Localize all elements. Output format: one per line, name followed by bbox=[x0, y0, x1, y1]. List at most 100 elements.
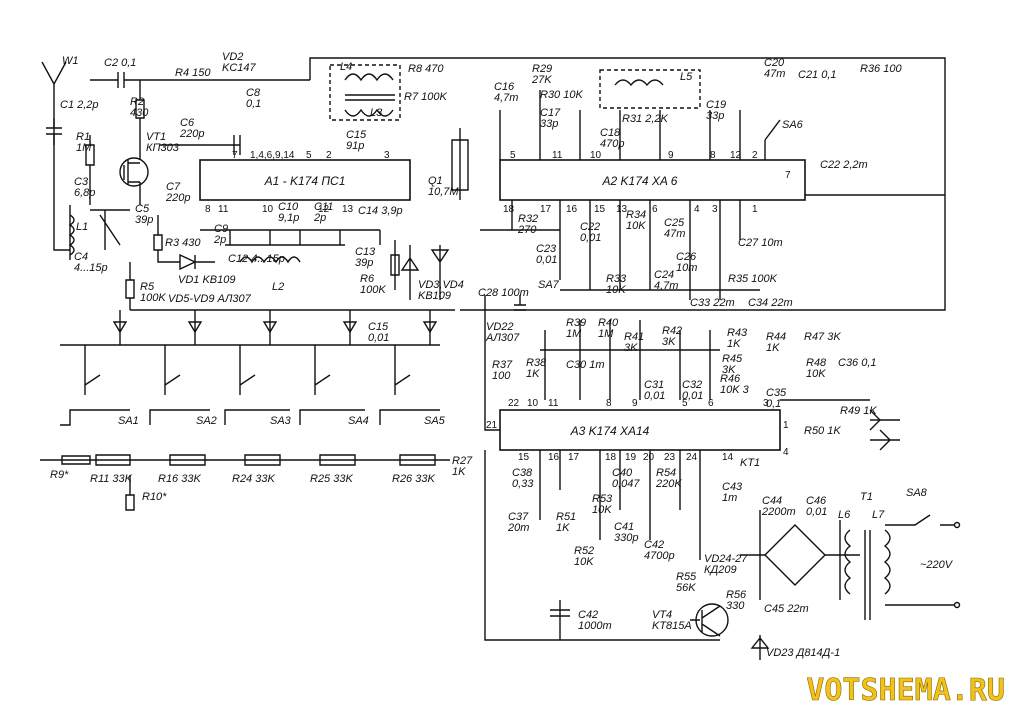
component-label-r45-line0: R45 bbox=[722, 353, 743, 365]
component-label-c42b-line0: C42 bbox=[644, 539, 664, 551]
component-label-c38-line1: 0,33 bbox=[512, 478, 534, 490]
pin: 6 bbox=[652, 204, 658, 215]
component-label-r6-line0: R6 bbox=[360, 273, 375, 285]
component-label-c23-line1: 0,01 bbox=[536, 254, 557, 266]
component-label-c26-line1: 10m bbox=[676, 262, 697, 274]
component-label-c10-line1: 9,1p bbox=[278, 212, 299, 224]
component-label-vd2-line0: VD2 bbox=[222, 51, 243, 63]
component-label-c17-line0: C17 bbox=[540, 107, 561, 119]
component-label-c16-line0: C16 bbox=[494, 81, 515, 93]
component-label-c8-line1: 0,1 bbox=[246, 98, 261, 110]
pin: 11 bbox=[552, 150, 563, 161]
pin: 2 bbox=[326, 150, 332, 161]
component-label-r32-line0: R32 bbox=[518, 213, 538, 225]
ic-a3 bbox=[499, 409, 781, 451]
component-label-r47: R47 3K bbox=[804, 331, 841, 343]
pin: 4 bbox=[783, 447, 789, 458]
component-label-r16: R16 33K bbox=[158, 473, 201, 485]
component-label-l4: L4 bbox=[340, 61, 352, 73]
component-label-c43-line1: 1m bbox=[722, 492, 737, 504]
component-label-vt1-line1: КП303 bbox=[146, 142, 180, 154]
component-label-c19-line0: C19 bbox=[706, 99, 726, 111]
component-label-vd2-line1: KC147 bbox=[222, 62, 257, 74]
component-label-r2-line1: 430 bbox=[130, 107, 149, 119]
component-label-sa4: SA4 bbox=[348, 415, 369, 427]
component-label-r1-line0: R1 bbox=[76, 131, 90, 143]
component-label-r40-line1: 1M bbox=[598, 328, 614, 340]
pin: 17 bbox=[568, 452, 580, 463]
component-label-r55-line0: R55 bbox=[676, 571, 697, 583]
pin: 16 bbox=[548, 452, 560, 463]
ic-a1 bbox=[199, 159, 411, 201]
component-label-r35: R35 100K bbox=[728, 273, 778, 285]
component-label-r52-line0: R52 bbox=[574, 545, 594, 557]
component-label-vt4-line0: VT4 bbox=[652, 609, 672, 621]
component-label-c17-line1: 33p bbox=[540, 118, 558, 130]
component-label-vd22-line0: VD22 bbox=[486, 321, 514, 333]
pin: 3 bbox=[384, 150, 390, 161]
component-label-r42-line1: 3K bbox=[662, 336, 676, 348]
component-label-l3: L3 bbox=[370, 107, 383, 119]
component-label-r5-line0: R5 bbox=[140, 281, 155, 293]
component-label-c43-line0: C43 bbox=[722, 481, 743, 493]
pin: 10 bbox=[590, 150, 602, 161]
component-label-r11: R11 33K bbox=[90, 473, 133, 485]
component-label-r37-line1: 100 bbox=[492, 370, 511, 382]
pin: 11 bbox=[218, 204, 229, 215]
component-label-c6-line0: C6 bbox=[180, 117, 195, 129]
component-label-kt1: KT1 bbox=[740, 457, 760, 469]
component-label-l1: L1 bbox=[76, 221, 88, 233]
pin: 5 bbox=[510, 150, 516, 161]
component-label-r53-line1: 10K bbox=[592, 504, 612, 516]
component-label-r43-line0: R43 bbox=[727, 327, 748, 339]
component-label-r52-line1: 10K bbox=[574, 556, 594, 568]
pin: 12 bbox=[318, 204, 330, 215]
pin: 3 bbox=[712, 204, 718, 215]
pin: 1 bbox=[752, 204, 758, 215]
pin: 8 bbox=[710, 150, 716, 161]
component-label-sa2: SA2 bbox=[196, 415, 217, 427]
component-label-r27-line0: R27 bbox=[452, 455, 473, 467]
component-label-c9-line0: C9 bbox=[214, 223, 228, 235]
component-label-r6-line1: 100K bbox=[360, 284, 386, 296]
component-label-c2: C2 0,1 bbox=[104, 57, 136, 69]
component-label-c11-line0: C11 bbox=[314, 201, 333, 213]
component-label-c3-line1: 6,8p bbox=[74, 187, 95, 199]
component-label-vd34-line1: KB109 bbox=[418, 290, 451, 302]
component-label-r49: R49 1K bbox=[840, 405, 877, 417]
pin: 7 bbox=[785, 170, 791, 181]
pin: 15 bbox=[518, 452, 530, 463]
component-label-r48-line1: 10K bbox=[806, 368, 826, 380]
component-label-c19-line1: 33p bbox=[706, 110, 724, 122]
component-label-r25: R25 33K bbox=[310, 473, 353, 485]
pin: 11 bbox=[548, 398, 559, 409]
pin: 22 bbox=[508, 398, 520, 409]
component-label-vd22-line1: АЛ307 bbox=[485, 332, 520, 344]
component-label-r34-line0: R34 bbox=[626, 209, 646, 221]
pin: 9 bbox=[632, 398, 638, 409]
component-label-c8-line0: C8 bbox=[246, 87, 261, 99]
component-label-vd34-line0: VD3,VD4 bbox=[418, 279, 464, 291]
pin: 12 bbox=[730, 150, 742, 161]
component-label-r32-line1: 270 bbox=[517, 224, 537, 236]
component-label-r8: R8 470 bbox=[408, 63, 444, 75]
component-label-c32-line0: C32 bbox=[682, 379, 702, 391]
component-label-c18-line0: C18 bbox=[600, 127, 621, 139]
component-label-vd59: VD5-VD9 АЛ307 bbox=[168, 293, 252, 305]
component-label-c16-line1: 4,7m bbox=[494, 92, 518, 104]
component-label-vt4-line1: KT815A bbox=[652, 620, 692, 632]
component-label-c27: C27 10m bbox=[738, 237, 783, 249]
component-label-r2-line0: R2 bbox=[130, 96, 144, 108]
component-label-c42-line0: C42 bbox=[578, 609, 598, 621]
component-label-c40-line0: C40 bbox=[612, 467, 633, 479]
pin: 17 bbox=[540, 204, 552, 215]
component-label-t1: T1 bbox=[860, 491, 873, 503]
component-label-r38-line0: R38 bbox=[526, 357, 547, 369]
component-label-c44-line1: 2200m bbox=[761, 506, 796, 518]
component-label-vd2427-line0: VD24-27 bbox=[704, 553, 748, 565]
pin: 1 bbox=[783, 420, 789, 431]
component-label-vd23: VD23 Д814Д-1 bbox=[766, 647, 840, 659]
component-label-r33-line0: R33 bbox=[606, 273, 627, 285]
component-label-c30: C30 1m bbox=[566, 359, 605, 371]
component-label-c7-line1: 220p bbox=[165, 192, 190, 204]
